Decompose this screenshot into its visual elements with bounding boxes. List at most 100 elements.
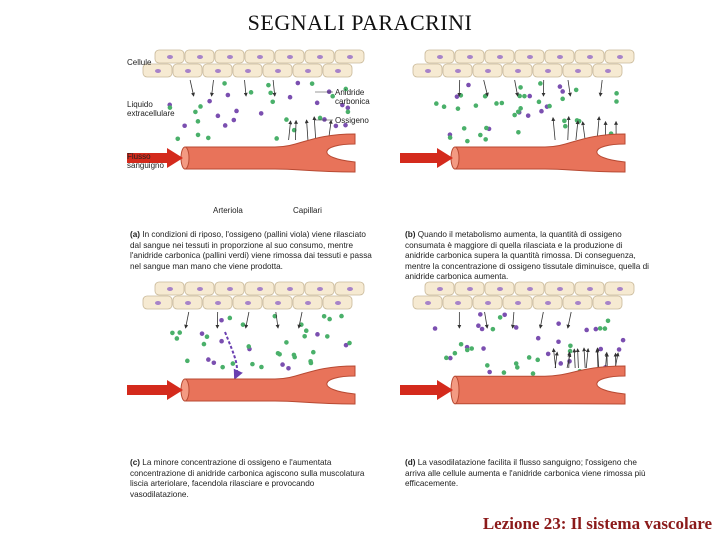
label-liquido-1: Liquido bbox=[127, 100, 153, 109]
cell-nucleus bbox=[467, 55, 473, 59]
cell-nucleus bbox=[605, 301, 611, 305]
diffusion-arrow bbox=[273, 80, 275, 96]
co2-molecule bbox=[347, 341, 352, 346]
caption-d-text: La vasodilatazione facilita il flusso sa… bbox=[405, 458, 646, 488]
co2-molecule bbox=[537, 100, 542, 105]
co2-molecule bbox=[228, 316, 233, 321]
co2-molecule bbox=[562, 119, 567, 124]
co2-molecule bbox=[175, 136, 180, 141]
co2-molecule bbox=[241, 322, 246, 327]
cell-nucleus bbox=[167, 55, 173, 59]
co2-molecule bbox=[465, 139, 470, 144]
cell-nucleus bbox=[317, 55, 323, 59]
diffusion-arrow bbox=[186, 312, 189, 328]
molecules bbox=[433, 312, 626, 376]
oxygen-molecule bbox=[322, 117, 327, 122]
co2-molecule bbox=[568, 349, 573, 354]
co2-molecule bbox=[498, 315, 503, 320]
co2-molecule bbox=[483, 137, 488, 142]
co2-molecule bbox=[453, 351, 458, 356]
cell-nucleus bbox=[257, 287, 263, 291]
diffusion-arrow bbox=[245, 80, 247, 96]
cell-nucleus bbox=[605, 69, 611, 73]
co2-molecule bbox=[309, 361, 314, 366]
oxygen-molecule bbox=[527, 94, 532, 99]
co2-molecule bbox=[205, 334, 210, 339]
caption-c: (c) La minore concentrazione di ossigeno… bbox=[130, 458, 375, 500]
oxygen-molecule bbox=[558, 84, 563, 89]
co2-molecule bbox=[196, 119, 201, 124]
co2-molecule bbox=[459, 342, 464, 347]
oxygen-molecule bbox=[288, 95, 293, 100]
panel-b-diagram bbox=[400, 40, 680, 220]
diffusion-arrow bbox=[246, 312, 249, 328]
co2-molecule bbox=[485, 363, 490, 368]
co2-molecule bbox=[538, 81, 543, 86]
vessel bbox=[400, 134, 625, 172]
capillary-arrow bbox=[295, 121, 296, 140]
oxygen-molecule bbox=[226, 93, 231, 98]
oxygen-molecule bbox=[219, 318, 224, 323]
diffusion-arrow bbox=[568, 80, 570, 96]
capillary-arrow bbox=[568, 117, 569, 140]
cell-nucleus bbox=[617, 287, 623, 291]
oxygen-molecule bbox=[480, 327, 485, 332]
co2-molecule bbox=[444, 356, 449, 361]
cell-nucleus bbox=[335, 301, 341, 305]
cell-nucleus bbox=[257, 55, 263, 59]
label-liquido-2: extracellulare bbox=[127, 109, 175, 118]
flow-arrow-head bbox=[437, 380, 453, 400]
co2-molecule bbox=[198, 104, 203, 109]
arteriole-capillary bbox=[185, 134, 355, 172]
vessel bbox=[127, 366, 355, 404]
diffusion-arrow bbox=[540, 312, 543, 328]
oxygen-molecule bbox=[556, 321, 561, 326]
co2-molecule bbox=[318, 116, 323, 121]
cell-nucleus bbox=[425, 69, 431, 73]
oxygen-molecule bbox=[232, 118, 237, 123]
cell-layer bbox=[143, 282, 364, 309]
co2-molecule bbox=[483, 94, 488, 99]
co2-molecule bbox=[249, 90, 254, 95]
oxygen-molecule bbox=[594, 327, 599, 332]
co2-molecule bbox=[518, 106, 523, 111]
label-cellule: Cellule bbox=[127, 58, 151, 67]
cell-nucleus bbox=[497, 55, 503, 59]
co2-molecule bbox=[560, 97, 565, 102]
oxygen-molecule bbox=[315, 101, 320, 106]
co2-molecule bbox=[274, 136, 279, 141]
capillary-arrow bbox=[553, 118, 555, 140]
cell-nucleus bbox=[485, 69, 491, 73]
co2-molecule bbox=[259, 365, 264, 370]
co2-molecule bbox=[606, 318, 611, 323]
caption-a: (a) In condizioni di riposo, l'ossigeno … bbox=[130, 230, 375, 272]
cell-nucleus bbox=[545, 301, 551, 305]
cell-nucleus bbox=[185, 301, 191, 305]
cell-nucleus bbox=[287, 55, 293, 59]
label-ossigeno: Ossigeno bbox=[335, 116, 369, 125]
panel-a-diagram bbox=[125, 40, 405, 220]
cell-nucleus bbox=[617, 55, 623, 59]
cell-nucleus bbox=[515, 69, 521, 73]
cell-nucleus bbox=[455, 69, 461, 73]
co2-molecule bbox=[434, 101, 439, 106]
caption-c-letter: (c) bbox=[130, 458, 140, 467]
flow-arrow-shaft bbox=[127, 385, 167, 395]
co2-molecule bbox=[220, 365, 225, 370]
cell-nucleus bbox=[455, 301, 461, 305]
cell-nucleus bbox=[497, 287, 503, 291]
co2-molecule bbox=[462, 126, 467, 131]
oxygen-molecule bbox=[286, 366, 291, 371]
panel-b: (b) Quando il metabolismo aumenta, la qu… bbox=[400, 40, 680, 260]
oxygen-molecule bbox=[514, 325, 519, 330]
co2-molecule bbox=[515, 365, 520, 370]
oxygen-molecule bbox=[223, 123, 228, 128]
capillary-arrow bbox=[583, 122, 586, 140]
co2-molecule bbox=[284, 117, 289, 122]
co2-molecule bbox=[603, 326, 608, 331]
co2-molecule bbox=[206, 136, 211, 141]
panel-d: (d) La vasodilatazione facilita il fluss… bbox=[400, 272, 680, 492]
label-anidride: Anidride carbonica bbox=[335, 88, 370, 106]
oxygen-molecule bbox=[448, 356, 453, 361]
co2-molecule bbox=[277, 352, 282, 357]
